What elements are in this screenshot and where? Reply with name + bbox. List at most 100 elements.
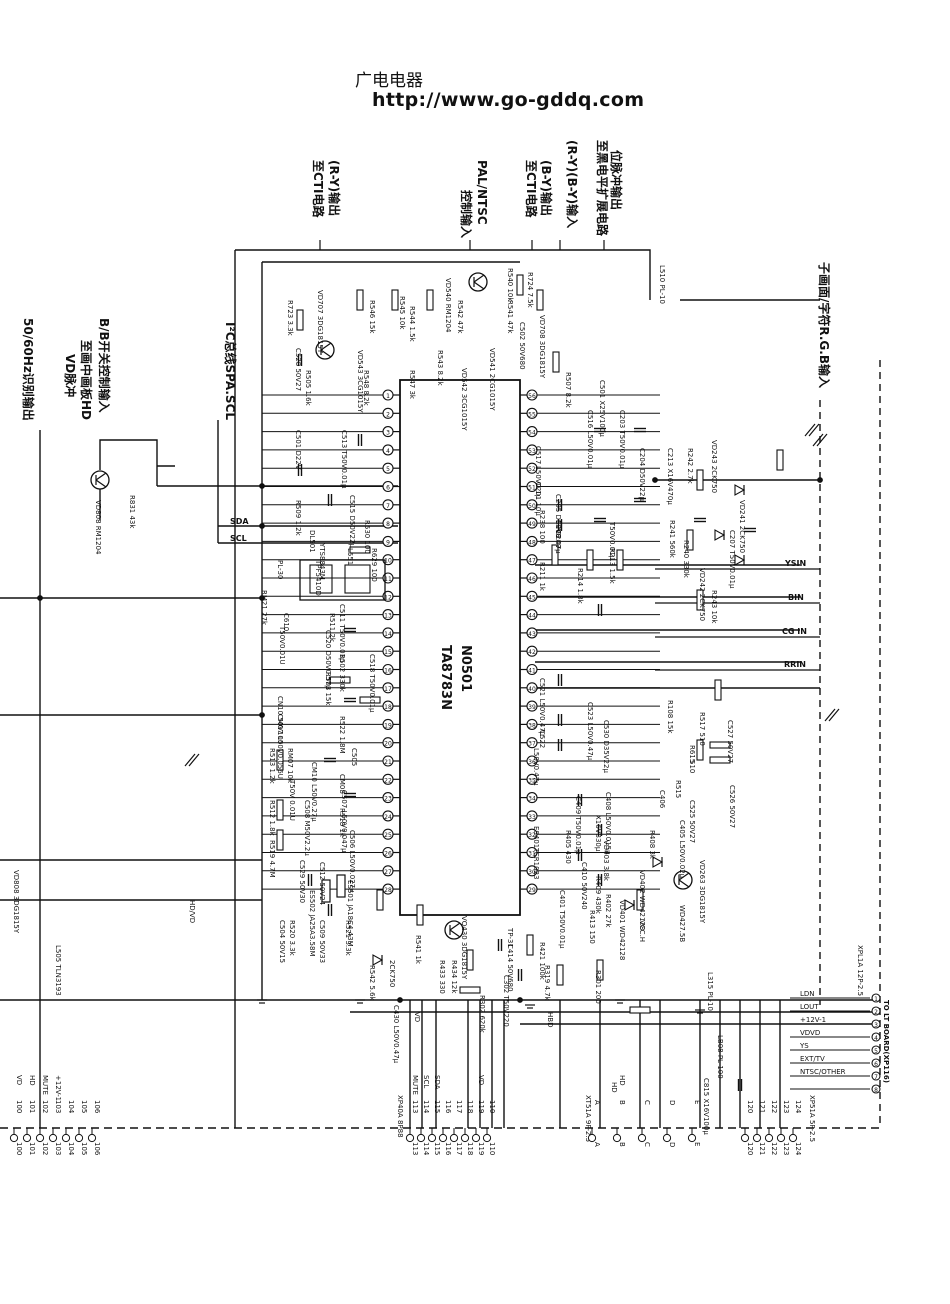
components	[90, 272, 784, 1091]
bottom-connector-pin-name: VD	[477, 1075, 485, 1085]
ic-pin-marker	[382, 407, 394, 419]
bottom-connector-pin-number-top: B	[618, 1100, 626, 1105]
resistor-2	[391, 289, 399, 311]
component-label: VD241 2CK750	[738, 500, 746, 553]
bottom-connector-pin-name: +12V-1	[54, 1075, 62, 1101]
bottom-connector-pin-number-top: 118	[466, 1100, 474, 1113]
resistor-4	[516, 274, 524, 296]
ic-pin-number: 1	[386, 393, 390, 400]
component-label: C526 50V27	[728, 785, 736, 828]
connector-right-pin-number: 5	[874, 1048, 878, 1055]
diode-vd402	[652, 856, 664, 868]
connector-right-pin-number: 4	[874, 1035, 878, 1042]
ic-pin-marker	[382, 737, 394, 749]
filter-box	[309, 564, 333, 594]
bottom-connector-pin-number-top: 122	[770, 1100, 778, 1113]
component-label: R515	[674, 780, 682, 798]
ic-pin-marker	[526, 773, 538, 785]
bottom-connector-pin	[662, 1133, 672, 1143]
bottom-connector-pin-number: 101	[28, 1142, 36, 1155]
vertical-label-by_out: (B-Y)输出	[539, 160, 554, 216]
ic-pin-number: 34	[528, 796, 536, 803]
ic-pin-number: 10	[384, 558, 392, 565]
component-label: C513 T50V0.01μ	[340, 430, 348, 489]
component-label: R543 8.2k	[436, 350, 444, 387]
bottom-connector-pin-number-top: 121	[758, 1100, 766, 1113]
resistor-h-0	[349, 546, 371, 554]
bottom-connector-pin-number: 104	[67, 1142, 75, 1156]
component-label: R629 100	[370, 548, 378, 582]
bottom-connector-pin-number: 102	[41, 1142, 49, 1155]
ic-pin-number: 35	[528, 777, 536, 784]
ic-pin-number: 16	[384, 668, 392, 675]
diode-vd243	[734, 484, 746, 496]
bottom-connector-pin	[35, 1133, 45, 1143]
delay-line-box	[299, 559, 386, 601]
component-label: CM10 L50V0.27μ	[310, 762, 318, 822]
bus-label-gin: CG IN	[782, 627, 807, 636]
ic-pin-number: 15	[384, 649, 392, 656]
ic-pin-number: 5	[386, 466, 390, 473]
ic-pin-marker	[382, 846, 394, 859]
resistor-h-3	[459, 986, 481, 994]
ic-pin-marker	[526, 682, 538, 694]
bottom-connector-pin-number: 103	[54, 1142, 62, 1155]
ic-pin-marker	[526, 609, 538, 621]
resistor-24	[696, 469, 704, 491]
ic-pin-number: 21	[384, 759, 392, 766]
component-label: R238 100	[538, 510, 546, 544]
junction-dot	[259, 595, 265, 601]
ic-pin-marker	[382, 499, 394, 511]
component-label: R511 2k	[328, 613, 336, 643]
bottom-connector-pin	[637, 1133, 647, 1143]
bottom-connector-pin	[460, 1133, 470, 1143]
component-label: CM08	[338, 774, 346, 794]
bottom-connector-pin	[687, 1133, 697, 1143]
component-label: VQ430 3DG1815Y	[460, 916, 468, 980]
component-label: R512 1.8k	[268, 800, 276, 837]
bottom-connector-pin-number-top: 104	[67, 1100, 75, 1114]
component-label: C501 D22V	[294, 430, 302, 470]
bottom-connector-pin-number: 116	[444, 1142, 452, 1156]
ic-pin-marker	[382, 426, 394, 438]
resistor-23	[686, 529, 694, 551]
bottom-connector-pin-number: A	[593, 1142, 601, 1147]
ic-pin-marker	[526, 810, 538, 822]
component-label: R301 200	[594, 970, 602, 1004]
resistor-6	[552, 351, 560, 373]
ic-pin-marker	[526, 407, 538, 419]
ic-pin-number: 36	[528, 759, 536, 766]
component-label: C209	[554, 530, 562, 548]
component-label: R542 5.6k	[368, 965, 376, 1002]
transistor-vq430-c	[449, 922, 461, 931]
component-label: VD808 RM1204	[94, 500, 102, 555]
component-label: TPF5410D	[314, 559, 322, 596]
ic-pin-number: 25	[384, 832, 392, 839]
component-label: LB08 PL-100	[716, 1035, 724, 1079]
component-label: R413 150	[588, 910, 596, 944]
component-label: C204 D50V22μ	[638, 448, 646, 501]
connector-right-pin	[871, 1006, 881, 1016]
component-label: C502 50V680	[518, 322, 526, 370]
ic-n0501: N0501TA8783N1234567891011121314151617181…	[382, 379, 538, 916]
junction-dot	[259, 712, 265, 718]
component-label: R530 100	[363, 520, 371, 554]
diode-2ck750	[372, 954, 384, 966]
ic-pin-number: 4	[386, 448, 390, 455]
bottom-connector-pin-number: B	[618, 1142, 626, 1147]
ic-pin-marker	[382, 627, 394, 639]
component-label: 510	[688, 760, 696, 773]
ic-pin-number: 20	[384, 741, 392, 748]
site-url[interactable]: http://www.go-gddq.com	[372, 89, 645, 111]
transistor-vd707-e	[320, 349, 332, 358]
component-label: DL501	[308, 530, 316, 553]
bottom-connector-pin-number-top: 103	[54, 1100, 62, 1113]
wires	[0, 240, 881, 1134]
bottom-connector-pin-name: SCL	[422, 1075, 430, 1088]
transistor-vd263-c	[678, 872, 690, 881]
resistor-9	[466, 949, 474, 971]
component-label: C517	[534, 446, 542, 464]
ic-pin-marker	[382, 810, 394, 822]
transistor-vd263-e	[678, 879, 690, 888]
component-label: C506 L50V0.027μ	[348, 830, 356, 893]
